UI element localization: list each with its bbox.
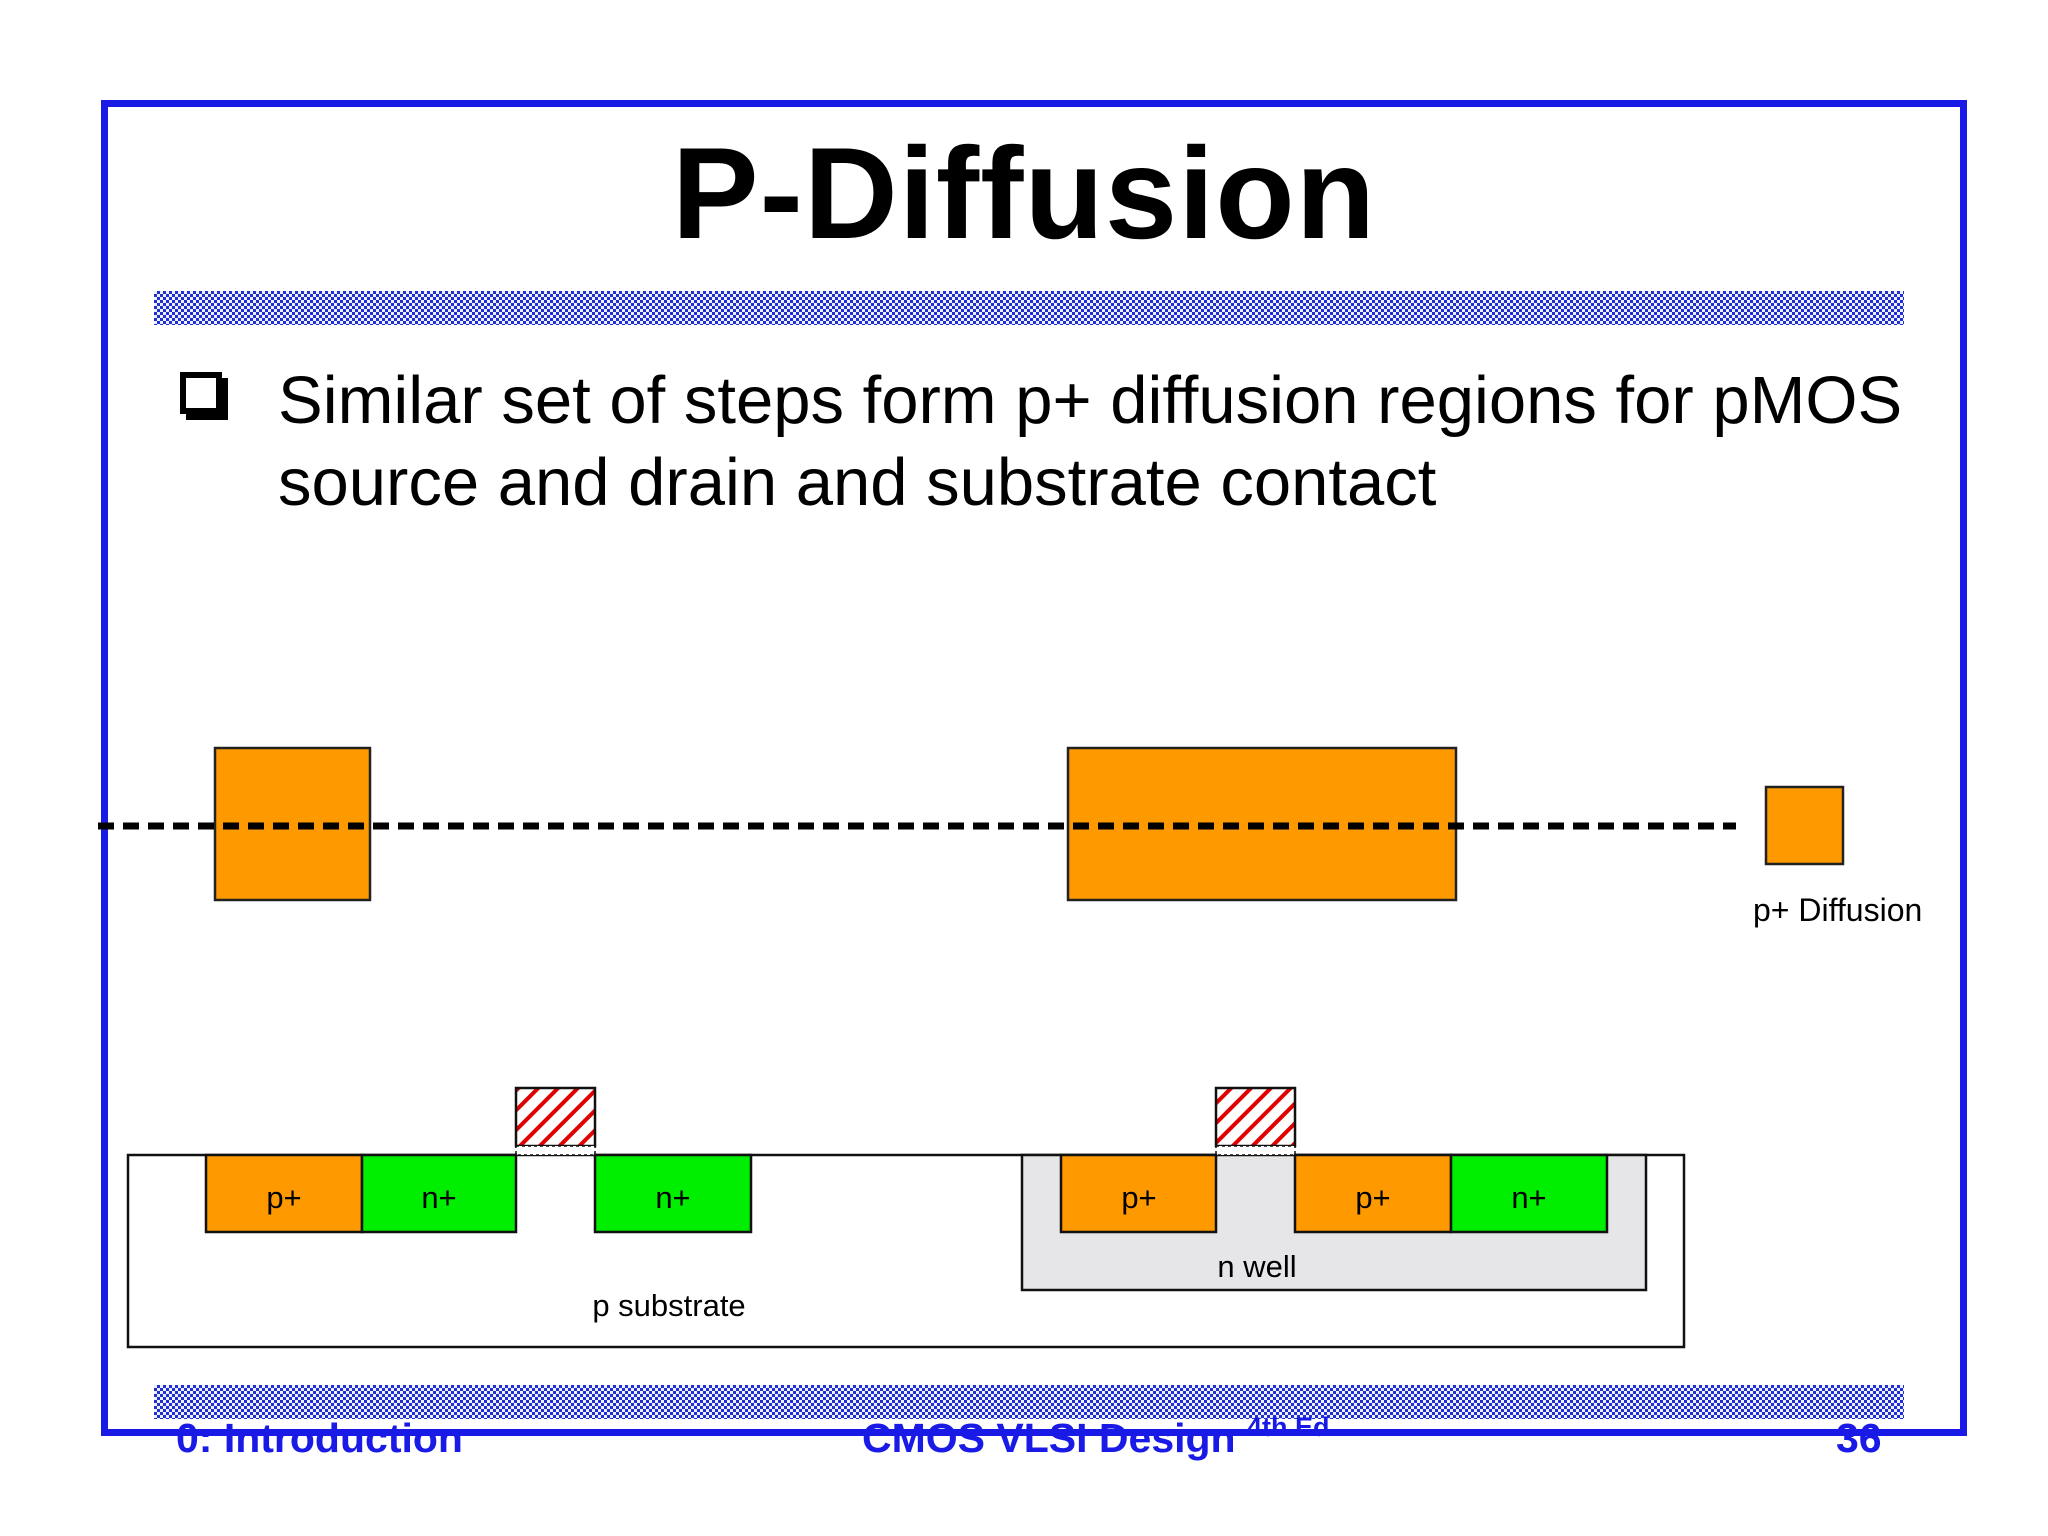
page-number: 36 [1836,1415,1882,1461]
p-diffusion-mask-left [213,746,372,902]
label-n-plus: n+ [1511,1180,1546,1215]
square-bullet-icon [180,372,222,414]
n-plus-nmos-drain [593,1153,753,1234]
footer-course-name: CMOS VLSI Design [862,1415,1236,1461]
label-n-well: n well [1217,1249,1296,1284]
bullet-text: Similar set of steps form p+ diffusion r… [278,363,1903,520]
gate-nmos [514,1086,597,1156]
n-plus-well-contact [1449,1153,1609,1234]
p-plus-pmos-source [1059,1153,1218,1234]
legend-label: p+ Diffusion [1753,892,1922,928]
footer-edition: 4th Ed. [1247,1412,1338,1442]
footer-divider-band [154,1385,1904,1419]
label-p-substrate: p substrate [592,1288,745,1323]
label-n-plus: n+ [655,1180,690,1215]
gate-pmos [1214,1086,1297,1156]
footer-course-title: CMOS VLSI Design 4th Ed. [862,1414,1337,1461]
label-n-plus: n+ [421,1180,456,1215]
label-p-plus: p+ [1121,1180,1156,1215]
footer-chapter: 0: Introduction [176,1415,463,1461]
legend-swatch [1764,785,1845,866]
title-divider-band [154,291,1904,325]
slide-title: P-Diffusion [671,120,1377,266]
n-plus-nmos-source [360,1153,518,1234]
label-p-plus: p+ [1355,1180,1390,1215]
slide-frame [101,100,1967,1436]
label-p-plus: p+ [266,1180,301,1215]
